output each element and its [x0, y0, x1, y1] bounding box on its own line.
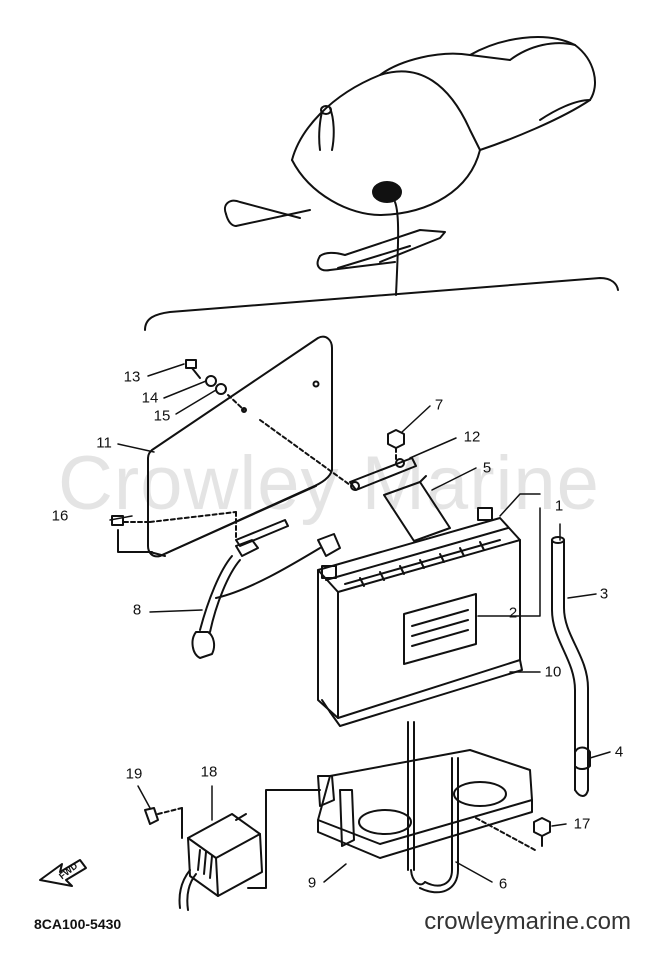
callout-10: 10	[544, 663, 562, 681]
cover-fasteners	[185, 359, 351, 486]
battery	[317, 507, 523, 727]
forward-arrow-icon	[39, 859, 87, 887]
callout-4: 4	[614, 743, 624, 761]
bolt-17	[533, 817, 551, 847]
callout-leaders	[109, 363, 611, 883]
callout-2: 2	[508, 604, 518, 622]
callout-11: 11	[96, 434, 112, 452]
callout-9: 9	[307, 874, 317, 892]
battery-cover-plate	[147, 335, 333, 558]
callout-1: 1	[554, 497, 564, 515]
callout-6: 6	[498, 875, 508, 893]
battery-tray	[317, 721, 536, 894]
snowmobile-illustration	[224, 36, 596, 296]
battery-bracket	[383, 475, 451, 542]
site-url-text: crowleymarine.com	[424, 908, 631, 935]
callout-15: 15	[153, 407, 171, 425]
callout-18: 18	[200, 763, 218, 781]
diagram-part-code: 8CA100-5430	[34, 916, 122, 932]
callout-12: 12	[463, 428, 481, 446]
callout-7: 7	[434, 396, 444, 414]
callout-13: 13	[123, 368, 141, 386]
bolt-16	[111, 511, 237, 553]
callout-3: 3	[599, 585, 609, 603]
overview-divider-line	[144, 277, 619, 331]
callout-5: 5	[482, 459, 492, 477]
callout-16: 16	[51, 507, 69, 525]
vent-hose	[551, 536, 591, 797]
callout-19: 19	[125, 765, 143, 783]
wire-harness	[191, 533, 341, 659]
callout-17: 17	[573, 815, 591, 833]
relay-assembly	[144, 789, 321, 911]
strap-hardware	[349, 429, 417, 491]
callout-14: 14	[141, 389, 159, 407]
callout-8: 8	[132, 601, 142, 619]
